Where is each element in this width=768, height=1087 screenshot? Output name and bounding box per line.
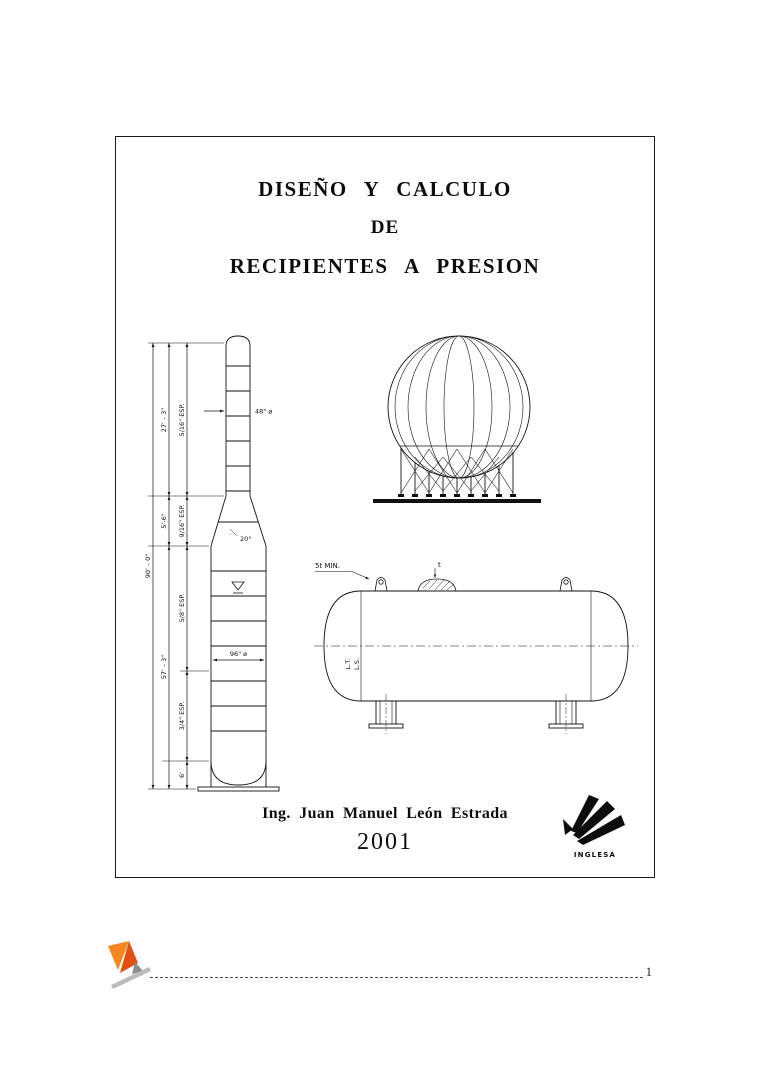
title-line-1: DISEÑO Y CALCULO	[258, 177, 512, 201]
ls-label: L.S.	[353, 658, 361, 670]
lt-label: L.T.	[344, 659, 352, 670]
dim-bottom-diameter: 96" ø	[230, 650, 247, 658]
vessel-shell	[323, 590, 629, 702]
reinforcement-pad	[417, 568, 457, 592]
sphere-base	[373, 494, 541, 503]
title-block: DISEÑO Y CALCULO DE RECIPIENTES A PRESIO…	[116, 177, 654, 294]
dim-bottom-thickness: 3/4" ESP.	[178, 702, 186, 731]
tower-drawing: 90' – 0" 27' – 3" 5'-6" 57' – 3" 5/16" E…	[144, 335, 280, 792]
page-number: 1	[645, 964, 652, 979]
dim-cone-thickness: 9/16" ESP.	[178, 505, 186, 538]
dim-mid-thickness: 5/8" ESP.	[178, 594, 186, 623]
dimension-lines	[151, 343, 264, 789]
tower-outline	[197, 335, 280, 792]
tower-dimension-labels: 90' – 0" 27' – 3" 5'-6" 57' – 3" 5/16" E…	[144, 404, 272, 778]
publisher-logo-icon	[563, 795, 625, 845]
dim-bottom-section: 57' – 3"	[160, 655, 168, 680]
footer-logo-icon	[108, 941, 151, 989]
ground-line	[373, 499, 541, 503]
dim-cone-angle: 20°	[240, 535, 252, 543]
footer-rule: 1	[150, 964, 652, 978]
pad-thickness-label: t	[438, 561, 441, 569]
plate-note-label: 5t MIN.	[315, 562, 340, 570]
title-line-3: RECIPIENTES A PRESION	[229, 254, 541, 278]
title-line-2: DE	[370, 217, 400, 238]
sphere-drawing	[373, 335, 541, 503]
liquid-level-icon	[231, 581, 245, 597]
publisher-logo-text: INGLESA	[573, 851, 617, 859]
dim-top-thickness: 5/16" ESP.	[178, 404, 186, 437]
dim-top-section: 27' – 3"	[160, 408, 168, 433]
vessel-labels: 5t MIN. t L.T. L.S.	[315, 561, 441, 670]
support-legs	[368, 694, 584, 734]
publisher-logo-block: INGLESA	[553, 791, 637, 859]
footer-divider	[150, 964, 643, 978]
plate-leader	[315, 571, 370, 580]
sphere-bracing	[400, 448, 514, 494]
publication-year: 2001	[357, 829, 413, 855]
author-name: Ing. Juan Manuel León Estrada	[262, 805, 508, 822]
lifting-lugs	[374, 577, 573, 592]
horizontal-vessel-drawing: 5t MIN. t L.T. L.S.	[314, 561, 638, 734]
drawing-frame: DISEÑO Y CALCULO DE RECIPIENTES A PRESIO…	[115, 136, 655, 878]
sphere-shell	[387, 335, 531, 479]
dim-overall-height: 90' – 0"	[144, 554, 152, 579]
dim-skirt-height: 6'	[178, 772, 186, 778]
dim-top-diameter: 48" ø	[255, 408, 272, 416]
dim-cone-height: 5'-6"	[160, 513, 168, 528]
